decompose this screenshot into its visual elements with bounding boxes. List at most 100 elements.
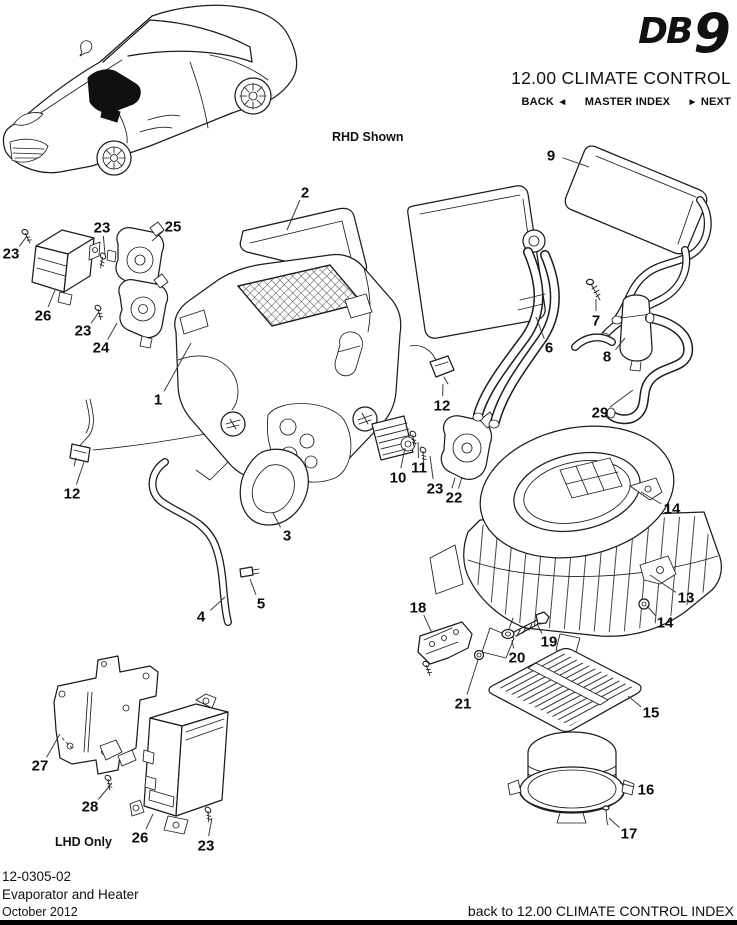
leader-line-23 [429,455,434,480]
rhd-shown-label: RHD Shown [332,130,404,144]
callout-18: 18 [410,600,427,617]
leader-line-6 [535,316,545,339]
leader-line-5 [249,578,257,595]
callout-28: 28 [82,799,99,816]
callout-13: 13 [678,590,695,607]
master-index-button[interactable]: MASTER INDEX [584,96,671,108]
back-to-index-link[interactable]: back to 12.00 CLIMATE CONTROL INDEX [467,903,734,919]
part-nut-21 [473,649,485,661]
leader-line-29 [609,389,634,408]
leader-line-26 [145,813,154,830]
next-button[interactable]: ► NEXT [687,96,731,108]
callout-23: 23 [427,481,444,498]
callout-11: 11 [411,460,427,477]
detail-circle-left [220,411,246,437]
part-bracket-18 [417,621,473,665]
callout-15: 15 [643,705,660,722]
part-blower-motor-16 [507,731,635,824]
leader-line-13 [649,574,677,593]
callout-29: 29 [592,405,609,422]
part-fins-10 [371,415,416,461]
doc-date: October 2012 [2,905,78,919]
callout-21: 21 [455,696,472,713]
leader-line-28 [97,782,113,800]
part-blower-housing [429,425,722,659]
leader-line-1 [163,342,192,392]
leader-line-26 [47,289,56,308]
part-evaporator-core [407,185,546,339]
next-arrow-icon: ► [687,97,698,108]
callout-8: 8 [603,349,611,366]
leader-line-23 [208,817,213,837]
callout-10: 10 [390,470,407,487]
leader-line-17 [608,817,620,828]
page-navigation: BACK ◄ MASTER INDEX ► NEXT [511,96,731,108]
callout-16: 16 [638,782,655,799]
back-arrow-icon: ◄ [557,97,568,108]
part-receiver-8 [619,294,653,372]
screw-17 [602,805,610,826]
leader-line-27 [46,733,61,758]
leader-line-18 [423,614,433,634]
bottom-bar [0,920,737,925]
db9-logo-db: DB [638,11,693,52]
callout-23: 23 [94,220,111,237]
callout-4: 4 [197,609,206,626]
db9-logo-9: 9 [693,2,731,65]
callout-2: 2 [301,185,309,202]
part-sensor-12-right [409,345,455,385]
leader-line-23 [102,235,106,255]
doc-title: Evaporator and Heater [2,887,139,902]
leader-line-22 [457,476,463,489]
callout-23: 23 [3,246,20,263]
car-illustration [2,4,298,176]
part-bolt-19 [511,611,550,637]
back-button[interactable]: BACK ◄ [521,96,568,108]
part-lhd-bracket-27 [53,655,159,775]
callout-20: 20 [509,650,526,667]
leader-line-20 [511,639,515,649]
callout-27: 27 [32,758,49,775]
leader-line-21 [466,659,479,695]
doc-number: 12-0305-02 [2,869,72,884]
leader-line-24 [107,322,118,340]
part-filter-15 [488,647,642,733]
leader-line-3 [272,512,282,528]
callout-14: 14 [664,501,681,518]
callout-17: 17 [621,826,638,843]
callout-5: 5 [257,596,265,613]
callout-6: 6 [545,340,553,357]
callout-24: 24 [93,340,110,357]
part-washer-20 [501,617,515,640]
callout-7: 7 [592,313,600,330]
part-seal-ring [239,448,309,526]
callout-9: 9 [547,148,555,165]
callout-23: 23 [198,838,215,855]
detail-circle-right [352,406,378,432]
part-ecu-top [31,229,101,306]
part-hose-29 [605,312,694,425]
callout-25: 25 [165,219,182,236]
leader-line-23 [90,311,100,324]
lhd-only-label: LHD Only [55,835,112,849]
leader-line-15 [627,695,642,708]
leader-line-14 [646,605,657,617]
callout-12: 12 [64,486,81,503]
part-actuator-24 [118,273,169,349]
leader-line-2 [286,199,301,231]
part-ecu-bottom [129,693,229,835]
leader-line-23 [18,235,28,247]
leader-line-4 [210,596,226,611]
callout-14: 14 [657,615,674,632]
callout-22: 22 [446,490,463,507]
screw-23-bottom [199,805,217,823]
leader-line-19 [536,623,543,634]
leader-line-25 [151,230,164,242]
callout-12: 12 [434,398,451,415]
screw-23-topleft [18,227,35,244]
part-clip-5 [239,566,260,578]
db9-logo: DB9 [511,2,731,65]
